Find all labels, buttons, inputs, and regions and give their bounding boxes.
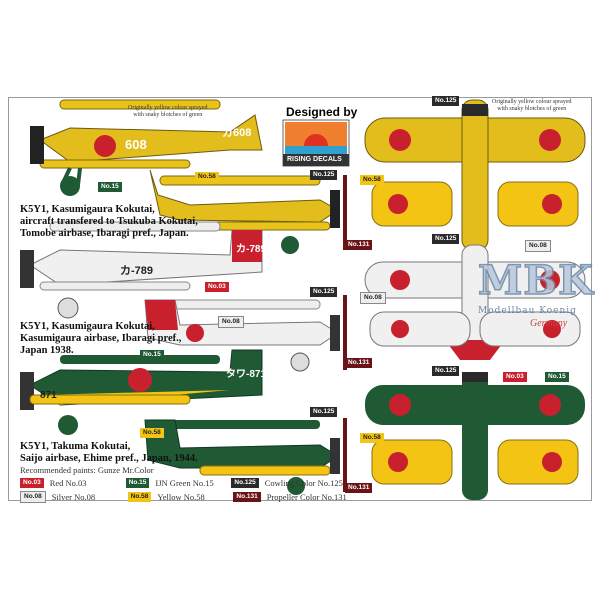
- aircraft-side-yellow-right: [149, 169, 347, 254]
- fuselage-code: 871: [40, 390, 57, 401]
- aircraft-side-green-right: [144, 418, 347, 495]
- aircraft-top-yellow: [364, 99, 586, 251]
- paint-row: No.03 Red No.03 No.15 IJN Green No.15 No.1…: [20, 477, 347, 489]
- scheme-caption-1: K5Y1, Kasumigaura Kokutai,aircraft trans…: [20, 204, 198, 239]
- callout-no15: No.15: [545, 372, 569, 382]
- callout-no125: No.125: [310, 287, 338, 297]
- callout-no125: No.125: [432, 366, 460, 376]
- paint-swatch: No.15: [125, 478, 150, 488]
- fuselage-code: 608: [125, 137, 147, 152]
- paint-name: Propeller Color No.131: [266, 492, 347, 502]
- paint-name: Silver No.08: [51, 492, 96, 502]
- designed-by-heading: Designed by: [286, 105, 358, 119]
- callout-no15: No.15: [140, 350, 164, 360]
- callout-no125: No.125: [310, 407, 338, 417]
- paint-swatch: No.08: [20, 491, 46, 503]
- paint-legend: Recommended paints: Gunze Mr.Color No.03…: [20, 465, 347, 503]
- mbk-subtitle: Modellbau Koenig: [478, 306, 577, 316]
- mbk-country: Germany: [530, 318, 568, 329]
- callout-no08: No.08: [360, 292, 386, 304]
- paint-swatch: No.03: [20, 478, 44, 488]
- paint-name: Yellow No.58: [157, 492, 205, 502]
- aircraft-side-green-left: [20, 349, 263, 435]
- aircraft-top-silver: [364, 244, 586, 360]
- rising-decals-logo: [282, 119, 350, 167]
- aircraft-top-green: [365, 372, 585, 500]
- aircraft-side-yellow-left: [30, 99, 263, 196]
- scheme-caption-2: K5Y1, Kasumigaura Kokutai,Kasumigaura ai…: [20, 321, 182, 356]
- mbk-logo: MBK: [477, 257, 594, 305]
- callout-no125: No.125: [432, 96, 460, 106]
- callout-no58: No.58: [140, 428, 164, 438]
- paint-name: IJN Green No.15: [155, 478, 214, 488]
- paint-swatch: No.125: [231, 478, 259, 488]
- paint-swatch: No.58: [127, 492, 152, 502]
- paint-legend-heading: Recommended paints: Gunze Mr.Color: [20, 465, 154, 475]
- tail-code: カ608: [222, 127, 252, 139]
- callout-no58: No.58: [360, 175, 384, 185]
- aircraft-side-silver-right: [144, 295, 347, 372]
- callout-no08: No.08: [218, 316, 244, 328]
- paint-name: Red No.03: [49, 478, 87, 488]
- callout-no15: No.15: [98, 182, 122, 192]
- callout-no131: No.131: [345, 483, 373, 493]
- paint-name: Cowling Color No.125: [264, 478, 343, 488]
- callout-no03: No.03: [205, 282, 229, 292]
- paint-swatch: No.131: [233, 492, 261, 502]
- scheme-caption-3: K5Y1, Takuma Kokutai,Saijo airbase, Ehim…: [20, 441, 198, 464]
- aircraft-side-silver-left: [20, 221, 263, 319]
- tail-code: タワ-871: [226, 369, 267, 380]
- callout-no08: No.08: [525, 240, 551, 252]
- callout-no58: No.58: [360, 433, 384, 443]
- callout-no131: No.131: [345, 358, 373, 368]
- callout-no03: No.03: [503, 372, 527, 382]
- tail-code: カ-789: [236, 244, 267, 255]
- callout-no125: No.125: [432, 234, 460, 244]
- rising-decals-name: RISING DECALS: [287, 156, 342, 163]
- callout-no58: No.58: [195, 172, 219, 182]
- fuselage-code: カ-789: [120, 265, 154, 277]
- callout-no125: No.125: [310, 170, 338, 180]
- paint-row: No.08 Silver No.08 No.58 Yellow No.58 No.1…: [20, 491, 347, 503]
- callout-no131: No.131: [345, 240, 373, 250]
